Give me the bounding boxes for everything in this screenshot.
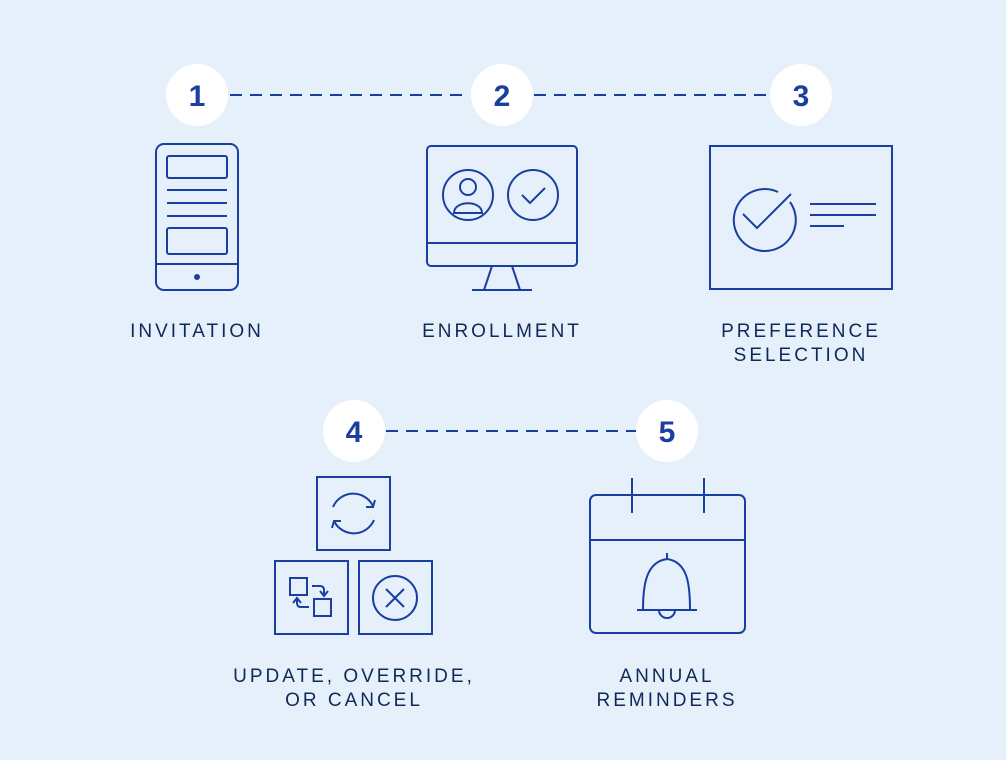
monitor-profile-check-icon [426,145,578,291]
step-5-label-line-2: REMINDERS [596,690,738,711]
step-3-number: 3 [793,80,810,113]
step-2-label: ENROLLMENT [402,320,602,344]
step-4-label-line-1: UPDATE, OVERRIDE, [233,666,475,687]
step-4-label: UPDATE, OVERRIDE, OR CANCEL [224,665,484,713]
step-1-badge: 1 [166,64,228,126]
step-3-badge: 3 [770,64,832,126]
step-5-label: ANNUAL REMINDERS [567,665,767,713]
certificate-check-icon [709,145,893,290]
step-4-label-line-2: OR CANCEL [285,690,423,711]
update-override-cancel-icon [274,476,433,635]
step-5-label-line-1: ANNUAL [619,666,715,687]
step-4-badge: 4 [323,400,385,462]
step-2-badge: 2 [471,64,533,126]
step-1-number: 1 [189,80,206,113]
step-4-number: 4 [346,416,363,449]
step-3-label: PREFERENCE SELECTION [701,320,901,368]
calendar-bell-icon [589,478,746,634]
step-3-label-line-1: PREFERENCE [721,321,881,342]
step-2-label-line-1: ENROLLMENT [422,321,582,342]
step-1-label-line-1: INVITATION [130,321,264,342]
step-5-number: 5 [659,416,676,449]
mobile-phone-icon [155,143,239,291]
step-1-label: INVITATION [97,320,297,344]
step-2-number: 2 [494,80,511,113]
step-5-badge: 5 [636,400,698,462]
step-3-label-line-2: SELECTION [733,345,869,366]
